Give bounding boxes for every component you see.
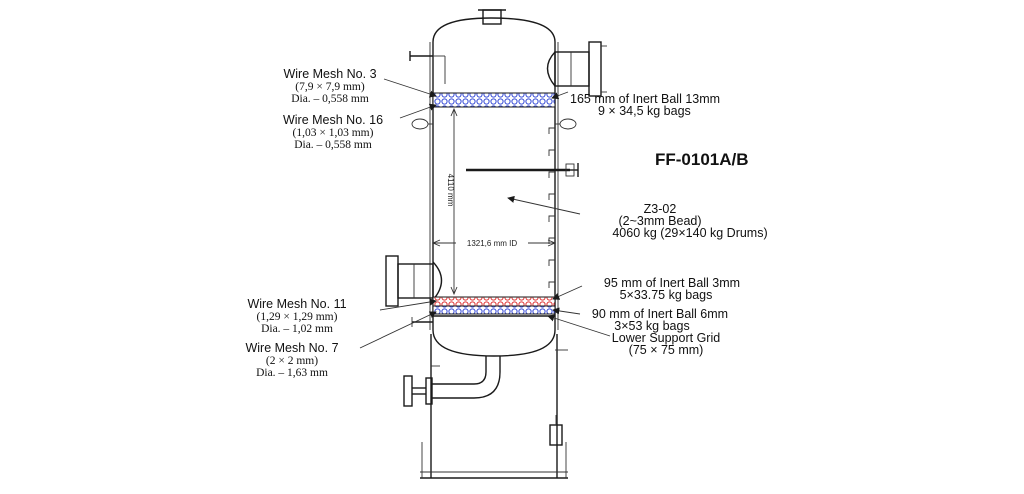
shell-stub	[548, 237, 555, 244]
outlet-pipe	[403, 356, 501, 407]
label-wire-mesh-7: Wire Mesh No. 7 (2 × 2 mm) Dia. – 1,63 m…	[245, 341, 338, 379]
leader-lines	[359, 78, 611, 349]
label-inert-ball-6mm: 90 mm of Inert Ball 6mm 3×53 kg bags	[592, 307, 728, 333]
diameter-dimension-label: 1321,6 mm ID	[467, 239, 517, 248]
top-left-nozzle	[409, 51, 446, 84]
label-line: (2 × 2 mm)	[266, 355, 318, 367]
height-dimension: 4110 mm	[446, 107, 458, 296]
shell-stub	[548, 281, 555, 288]
label-wire-mesh-3: Wire Mesh No. 3 (7,9 × 7,9 mm) Dia. – 0,…	[283, 67, 376, 105]
label-line: (2~3mm Bead)	[618, 214, 701, 228]
label-line: 95 mm of Inert Ball 3mm	[604, 276, 740, 290]
bottom-stubs	[411, 317, 568, 351]
label-inert-ball-3mm: 95 mm of Inert Ball 3mm 5×33.75 kg bags	[604, 276, 740, 302]
label-line: Wire Mesh No. 3	[283, 67, 376, 81]
shell-stub	[548, 193, 555, 200]
label-line: Wire Mesh No. 11	[247, 297, 346, 311]
diagram-title: FF-0101A/B	[655, 150, 749, 169]
label-line: Z3-02	[644, 202, 677, 216]
label-line: Wire Mesh No. 7	[245, 341, 338, 355]
shell-stub	[548, 215, 555, 222]
inert-ball-6mm-layer	[432, 305, 556, 315]
shell-stub	[548, 149, 555, 156]
shell-stub	[548, 259, 555, 266]
side-lugs	[411, 118, 577, 130]
upper-right-nozzle	[546, 41, 607, 97]
left-mid-nozzle	[385, 255, 443, 307]
label-line: 90 mm of Inert Ball 6mm	[592, 307, 728, 321]
label-line: (75 × 75 mm)	[629, 343, 704, 357]
label-line: Wire Mesh No. 16	[283, 113, 383, 127]
label-line: 5×33.75 kg bags	[620, 288, 713, 302]
label-line: (1,29 × 1,29 mm)	[257, 311, 338, 323]
label-line: Dia. – 1,02 mm	[261, 323, 333, 335]
right-side-stubs	[548, 127, 555, 288]
label-line: 165 mm of Inert Ball 13mm	[570, 92, 720, 106]
label-lower-support-grid: Lower Support Grid (75 × 75 mm)	[612, 331, 720, 357]
label-line: (1,03 × 1,03 mm)	[293, 127, 374, 139]
label-line: Lower Support Grid	[612, 331, 720, 345]
label-inert-ball-13mm: 165 mm of Inert Ball 13mm 9 × 34,5 kg ba…	[570, 92, 720, 118]
label-line: 4060 kg (29×140 kg Drums)	[612, 226, 767, 240]
label-line: Dia. – 0,558 mm	[291, 93, 369, 105]
inert-ball-13mm-layer	[432, 92, 556, 108]
height-dimension-label: 4110 mm	[446, 174, 455, 207]
label-line: Dia. – 0,558 mm	[294, 139, 372, 151]
sampling-rod	[466, 163, 579, 177]
shell-stub	[548, 171, 555, 178]
diameter-dimension: 1321,6 mm ID	[431, 237, 557, 248]
label-line: (7,9 × 7,9 mm)	[295, 81, 365, 93]
label-wire-mesh-16: Wire Mesh No. 16 (1,03 × 1,03 mm) Dia. –…	[283, 113, 383, 151]
skirt-fitting	[549, 415, 563, 446]
label-catalyst-bed: Z3-02 (2~3mm Bead) 4060 kg (29×140 kg Dr…	[612, 202, 767, 240]
label-line: 3×53 kg bags	[614, 319, 689, 333]
shell-stub	[548, 127, 555, 134]
inert-ball-3mm-layer	[432, 296, 556, 307]
label-line: Dia. – 1,63 mm	[256, 367, 328, 379]
label-line: 9 × 34,5 kg bags	[598, 104, 691, 118]
label-wire-mesh-11: Wire Mesh No. 11 (1,29 × 1,29 mm) Dia. –…	[247, 297, 346, 335]
